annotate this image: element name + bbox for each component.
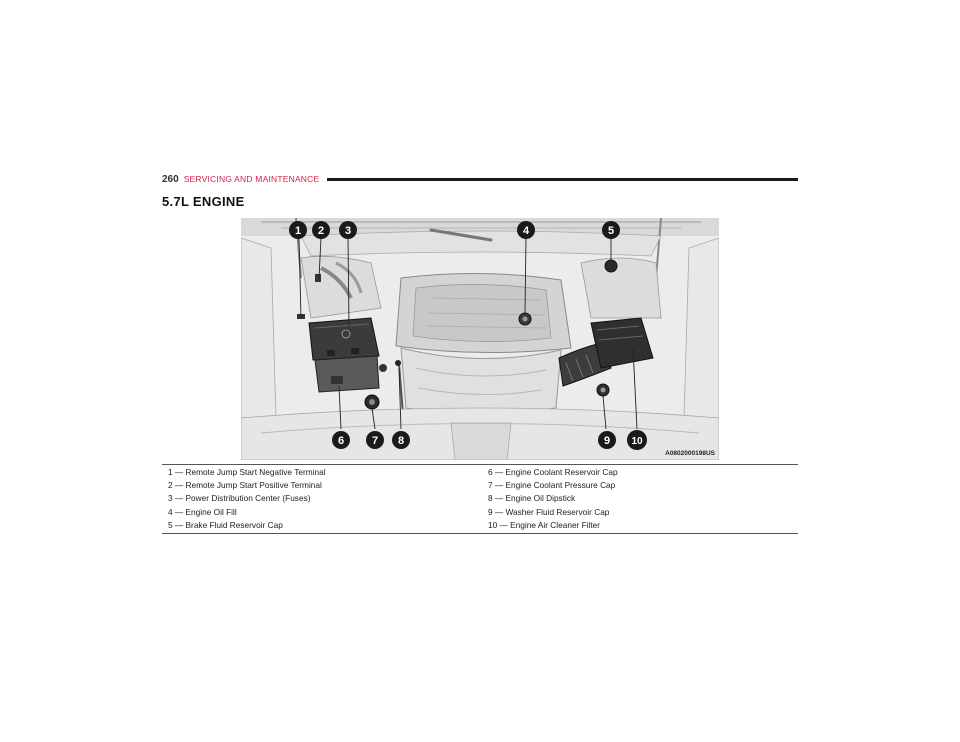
callout-7-label: 7 (372, 435, 378, 447)
callout-6: 6 (332, 431, 350, 449)
legend-row: 5 — Brake Fluid Reservoir Cap 10 — Engin… (162, 519, 798, 532)
callout-8: 8 (392, 431, 410, 449)
callout-5: 5 (602, 221, 620, 239)
callout-2-label: 2 (318, 225, 324, 237)
callout-3-label: 3 (345, 225, 351, 237)
callout-7: 7 (366, 431, 384, 449)
legend-item: 8 — Engine Oil Dipstick (488, 493, 576, 504)
legend-row: 2 — Remote Jump Start Positive Terminal … (162, 478, 798, 491)
legend-item: 6 — Engine Coolant Reservoir Cap (488, 466, 618, 477)
legend-item: 10 — Engine Air Cleaner Filter (488, 520, 601, 531)
page-title-rest: NGINE (201, 194, 245, 209)
engine-illustration-svg: 1 2 3 4 5 6 7 (241, 218, 719, 460)
engine-compartment-illustration: 1 2 3 4 5 6 7 (241, 218, 719, 460)
page-title: 5.7L ENGINE (162, 194, 245, 209)
legend-row: 3 — Power Distribution Center (Fuses) 8 … (162, 492, 798, 505)
legend-item: 3 — Power Distribution Center (Fuses) (168, 493, 311, 504)
callout-legend-table: 1 — Remote Jump Start Negative Terminal … (162, 464, 798, 534)
callout-5-label: 5 (608, 225, 614, 237)
callout-4-label: 4 (523, 225, 530, 237)
header-rule (327, 177, 798, 181)
callouts: 1 2 3 4 5 6 7 (289, 221, 647, 450)
legend-row: 1 — Remote Jump Start Negative Terminal … (162, 465, 798, 478)
callout-4: 4 (517, 221, 535, 239)
callout-6-label: 6 (338, 435, 344, 447)
callout-9: 9 (598, 431, 616, 449)
callout-1: 1 (289, 221, 307, 239)
legend-item: 2 — Remote Jump Start Positive Terminal (168, 480, 322, 491)
callout-9-label: 9 (604, 435, 610, 447)
callout-1-label: 1 (295, 225, 301, 237)
callout-3: 3 (339, 221, 357, 239)
page-title-prefix: 5.7L E (162, 194, 202, 209)
callout-10-label: 10 (631, 436, 643, 447)
legend-item: 7 — Engine Coolant Pressure Cap (488, 480, 616, 491)
legend-item: 5 — Brake Fluid Reservoir Cap (168, 520, 283, 531)
callout-8-label: 8 (398, 435, 404, 447)
page-header: 260 SERVICING AND MAINTENANCE (162, 172, 798, 186)
legend-item: 9 — Washer Fluid Reservoir Cap (488, 506, 610, 517)
legend-item: 4 — Engine Oil Fill (168, 506, 237, 517)
page-number: 260 (162, 173, 179, 185)
figure-id: A0802000198US (665, 450, 715, 457)
legend-item: 1 — Remote Jump Start Negative Terminal (168, 466, 326, 477)
callout-10: 10 (627, 430, 647, 450)
callout-2: 2 (312, 221, 330, 239)
section-name: SERVICING AND MAINTENANCE (183, 174, 320, 184)
legend-row: 4 — Engine Oil Fill 9 — Washer Fluid Res… (162, 505, 798, 518)
legend-top-rule (162, 464, 798, 465)
